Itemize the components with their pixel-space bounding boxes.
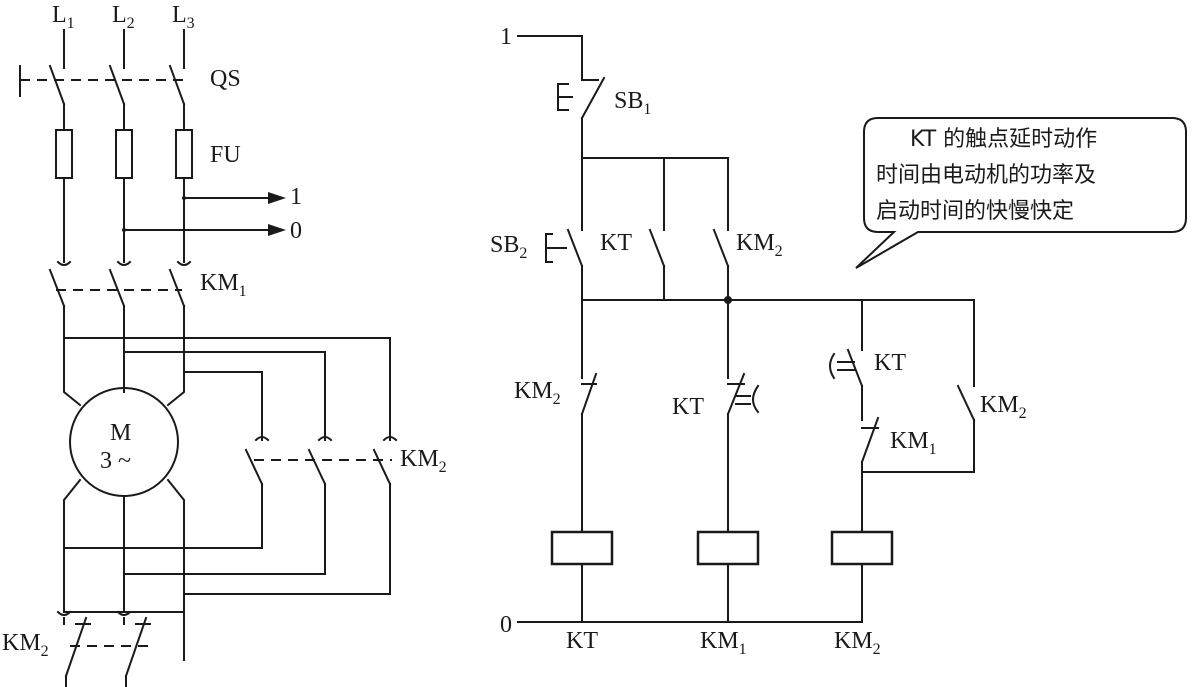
- tap-1-label: 1: [290, 184, 302, 210]
- km2-nc-label: KM2: [514, 378, 561, 408]
- km2-hold-label: KM2: [980, 392, 1027, 422]
- km1-coil: [696, 530, 760, 566]
- callout-line-2: 时间由电动机的功率及: [876, 163, 1096, 188]
- control-circuit: 1 SB1 SB2 KT KM2: [490, 24, 1027, 658]
- fuse-to-km1-lines: [63, 177, 185, 263]
- coil-km2-label: KM2: [834, 628, 881, 658]
- kt-no-label: KT: [874, 350, 906, 376]
- km1-label: KM1: [200, 270, 247, 300]
- fu-label: FU: [210, 142, 241, 168]
- rail-top-wire: [517, 35, 583, 71]
- callout-bubble: [855, 117, 1187, 269]
- phase-l2-label: L2: [112, 2, 135, 32]
- branch-km1-coil: KT KM1: [672, 299, 760, 658]
- rail-top-label: 1: [500, 24, 512, 50]
- branch-kt-coil: KM2 KT: [514, 299, 614, 654]
- delta-wire-c: [183, 371, 263, 441]
- kt-coil: [550, 530, 614, 566]
- motor: M 3 ~: [69, 387, 179, 497]
- kt-parallel-contact: KT: [600, 228, 666, 301]
- km2-delta-label: KM2: [400, 446, 447, 476]
- phase-leads: [63, 29, 185, 69]
- tap-0-label: 0: [290, 218, 302, 244]
- qs-label: QS: [210, 66, 241, 92]
- rail-bottom-label: 0: [500, 612, 512, 638]
- motor-phase: 3 ~: [100, 448, 131, 474]
- branch-km2-coil: KT KM1 KM2 KM2: [829, 299, 1027, 658]
- motor-feed-lines: [63, 305, 185, 407]
- phase-l3-label: L3: [172, 2, 195, 32]
- km2-star-contacts: KM2: [2, 610, 185, 687]
- coil-km1-label: KM1: [700, 628, 747, 658]
- power-circuit: L1 L2 L3 QS FU 1: [2, 2, 447, 687]
- control-taps: 1 0: [122, 184, 302, 244]
- km2-star-label: KM2: [2, 630, 49, 660]
- km2-delta-contacts: KM2: [63, 436, 447, 595]
- phase-l1-label: L1: [52, 2, 75, 32]
- start-branch-bus: [581, 157, 729, 231]
- callout-line-3: 启动时间的快慢快定: [876, 199, 1074, 224]
- km2-parallel-contact: KM2: [712, 228, 783, 301]
- motor-bottom-leads: [63, 478, 185, 661]
- coil-kt-label: KT: [566, 628, 598, 654]
- callout-line-1: KT 的触点延时动作: [910, 127, 1097, 152]
- callout-note: KT 的触点延时动作 时间由电动机的功率及 启动时间的快慢快定: [855, 117, 1187, 269]
- kt-parallel-label: KT: [600, 230, 632, 256]
- fu-fuses: FU: [55, 129, 241, 179]
- km1-main-contacts: KM1: [48, 260, 247, 308]
- qs-switch: QS: [19, 64, 241, 131]
- delta-wire-a: [63, 337, 391, 441]
- sb2-start-button: SB2: [490, 228, 584, 301]
- delta-wire-b: [123, 351, 326, 441]
- kt-nc-label: KT: [672, 394, 704, 420]
- motor-letter: M: [110, 420, 131, 446]
- sb1-stop-button: SB1: [557, 69, 651, 159]
- km2-parallel-label: KM2: [736, 230, 783, 260]
- sb1-label: SB1: [614, 88, 651, 118]
- km1-nc-label: KM1: [890, 428, 937, 458]
- km2-coil: [830, 530, 894, 566]
- sb2-label: SB2: [490, 232, 527, 262]
